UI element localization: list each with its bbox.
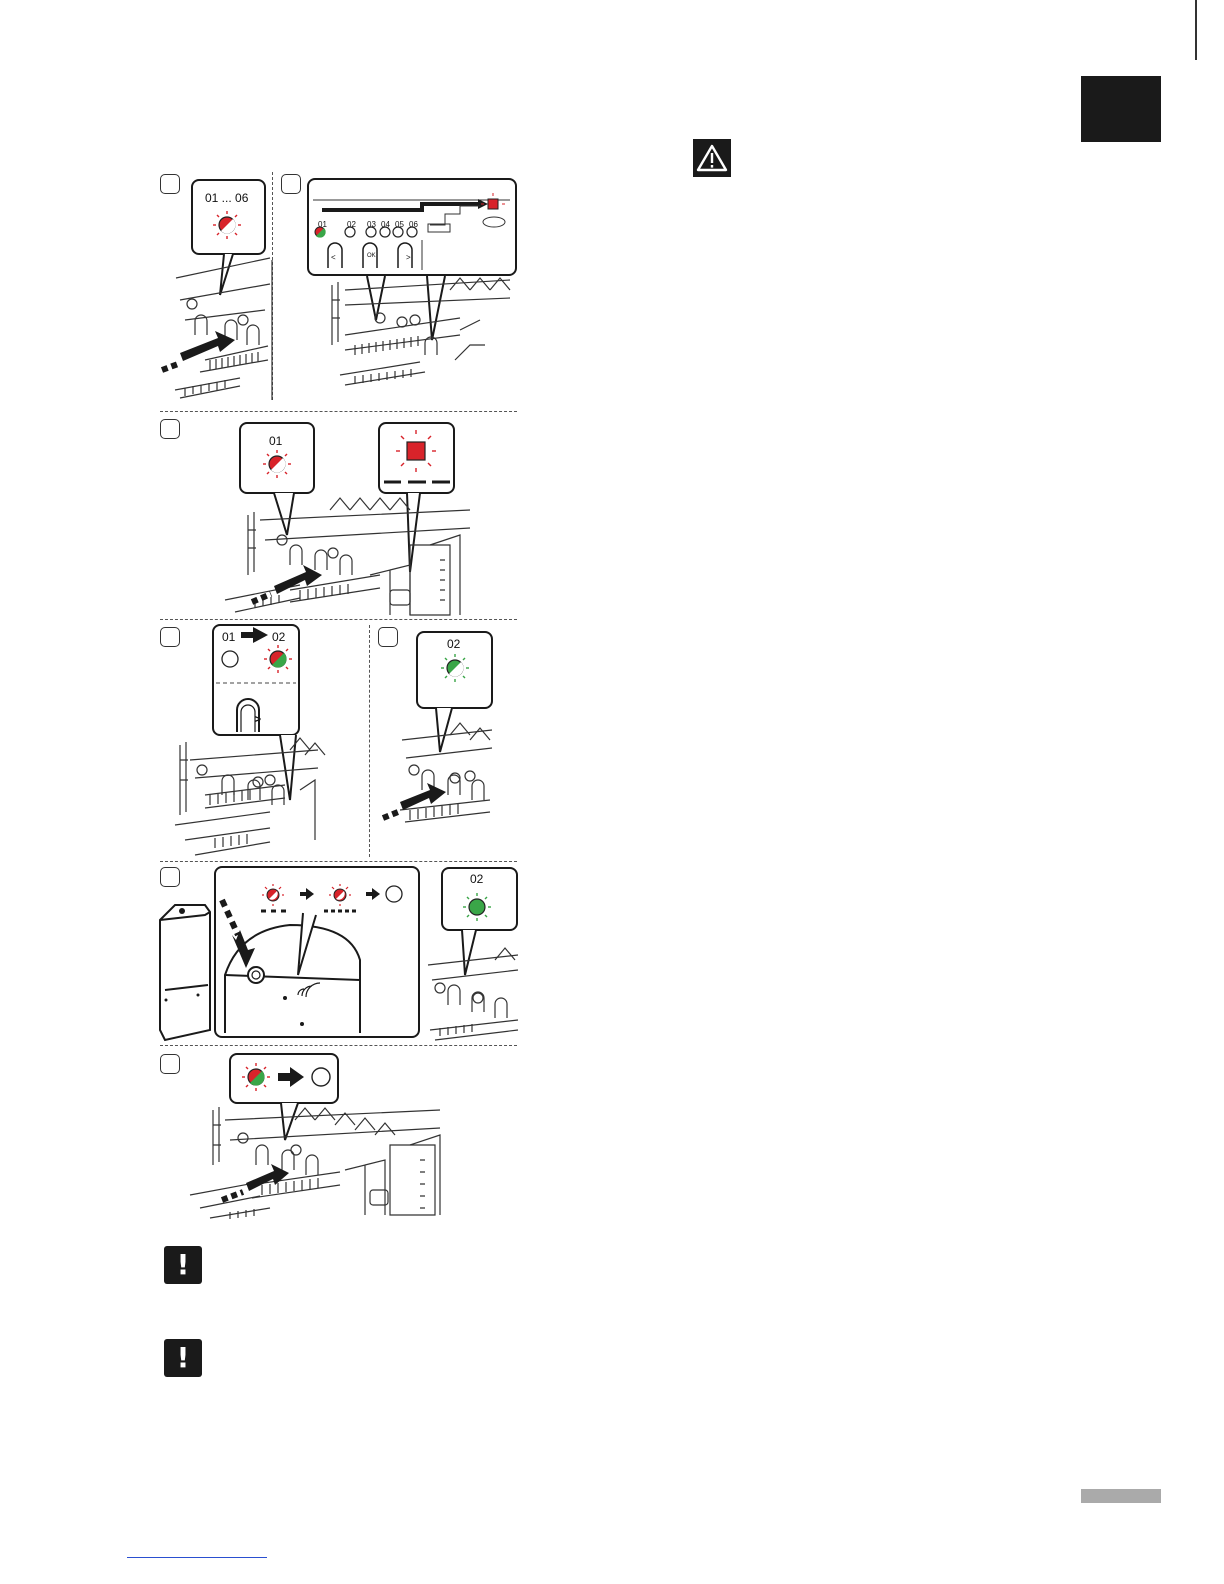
footer-link-underline[interactable] xyxy=(127,1557,267,1558)
page-number-bar xyxy=(1081,1489,1161,1503)
step7-arrow-icon xyxy=(278,1067,304,1087)
note-badge-1: ! xyxy=(164,1246,202,1284)
step7-controller-sketch xyxy=(190,1107,440,1219)
exclamation-icon: ! xyxy=(164,1341,202,1374)
note-badge-2: ! xyxy=(164,1339,202,1377)
exclamation-icon: ! xyxy=(164,1248,202,1281)
step7-led-blink-icon xyxy=(242,1063,270,1091)
